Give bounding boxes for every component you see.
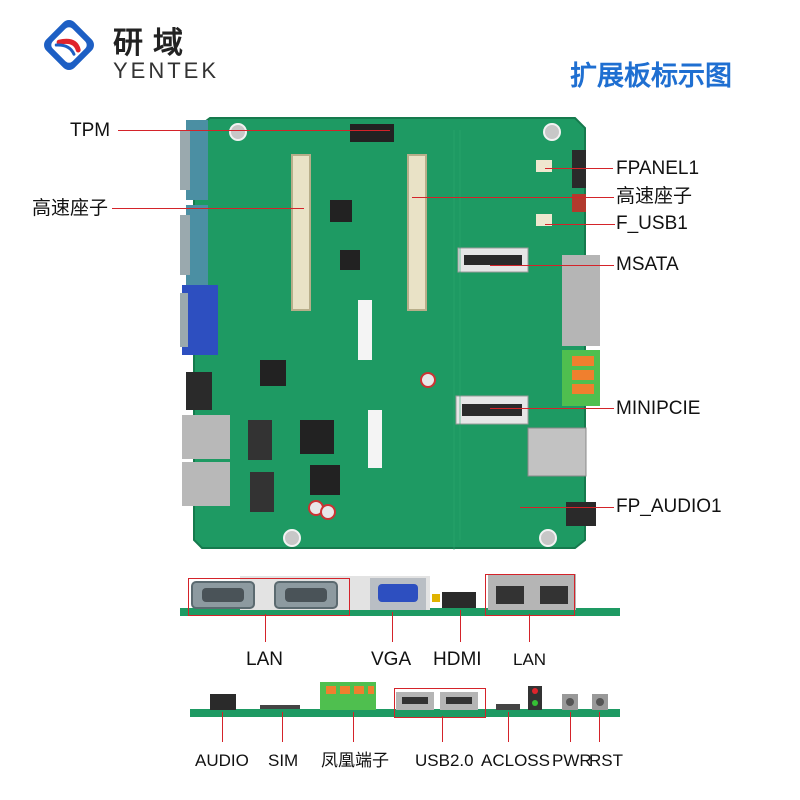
callout-f-usb1: F_USB1 xyxy=(616,213,688,234)
callout-line-lan-rj45 xyxy=(529,614,530,642)
highlight-box-usb xyxy=(394,688,486,718)
callout-line-lan-serial xyxy=(265,614,266,642)
highlight-box-rj45 xyxy=(485,574,575,616)
callout-line-tpm xyxy=(118,130,390,131)
page-title: 扩展板标示图 xyxy=(570,61,732,92)
callout-line-highspeed-left xyxy=(112,208,304,209)
callout-line-usb xyxy=(442,716,443,742)
yentek-logo-icon xyxy=(38,14,100,76)
label-usb: USB2.0 xyxy=(415,751,474,770)
callout-fpanel1: FPANEL1 xyxy=(616,158,700,179)
callout-minipcie: MINIPCIE xyxy=(616,398,701,419)
callout-line-sim xyxy=(282,712,283,742)
label-vga: VGA xyxy=(371,649,412,670)
callout-line-acloss xyxy=(508,712,509,742)
callout-highspeed-right: 高速座子 xyxy=(616,186,693,207)
expansion-board-image xyxy=(180,110,602,550)
brand-name-cn: 研域 xyxy=(113,26,193,61)
callout-line-rst xyxy=(599,712,600,742)
callout-line-f-usb1 xyxy=(545,224,615,225)
callout-line-audio xyxy=(222,712,223,742)
label-acloss: ACLOSS xyxy=(481,751,550,770)
callout-line-vga xyxy=(392,612,393,642)
callout-line-hdmi xyxy=(460,610,461,642)
label-hdmi: HDMI xyxy=(433,649,482,670)
callout-line-phoenix xyxy=(353,712,354,742)
callout-highspeed-left: 高速座子 xyxy=(32,198,109,219)
callout-line-highspeed-right xyxy=(412,197,614,198)
label-rst: RST xyxy=(589,751,623,770)
callout-line-msata xyxy=(490,265,614,266)
rear-panel-top-image xyxy=(180,572,620,617)
label-lan-serial: LAN xyxy=(246,649,283,670)
callout-fp-audio1: FP_AUDIO1 xyxy=(616,496,722,517)
label-lan-rj45: LAN xyxy=(513,650,547,669)
brand-name-en: YENTEK xyxy=(113,58,220,83)
highlight-box-serial xyxy=(188,578,350,616)
callout-line-fpanel1 xyxy=(545,168,613,169)
callout-tpm: TPM xyxy=(70,120,111,141)
label-pwr: PWR xyxy=(552,751,592,770)
label-audio: AUDIO xyxy=(195,751,249,770)
callout-line-pwr xyxy=(570,712,571,742)
label-sim: SIM xyxy=(268,751,299,770)
rear-panel-bottom-image xyxy=(190,676,620,718)
label-phoenix: 凤凰端子 xyxy=(321,751,389,770)
callout-line-fp-audio1 xyxy=(520,507,614,508)
callout-msata: MSATA xyxy=(616,254,679,275)
callout-line-minipcie xyxy=(490,408,614,409)
